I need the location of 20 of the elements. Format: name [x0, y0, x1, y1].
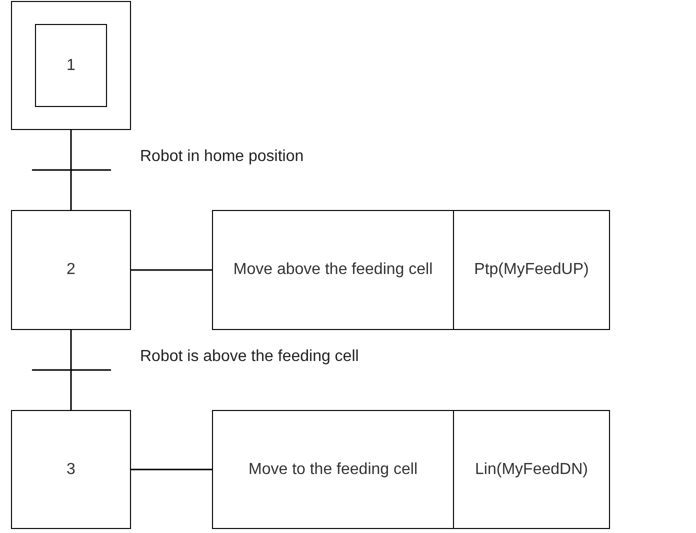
transition-condition: Robot is above the feeding cell: [140, 348, 359, 366]
step-box: [11, 210, 131, 330]
connector-line: [70, 330, 72, 410]
action-box: [453, 210, 610, 330]
node-label: Move to the feeding cell: [248, 460, 418, 480]
node-label: 3: [66, 460, 76, 480]
connector-line: [70, 130, 72, 210]
action-box: [212, 410, 454, 529]
node-label: Move above the feeding cell: [232, 260, 434, 280]
node-label: 1: [66, 56, 76, 76]
connector-line: [131, 269, 212, 271]
transition-condition: Robot in home position: [140, 148, 304, 166]
initial-step-box: [11, 1, 131, 130]
node-label: Lin(MyFeedDN): [474, 460, 589, 480]
step-box: [11, 410, 131, 529]
action-box: [453, 410, 610, 529]
action-box: [212, 210, 454, 330]
node-label: Ptp(MyFeedUP): [473, 260, 590, 280]
connector-line: [131, 468, 212, 470]
node-label: 2: [66, 260, 76, 280]
